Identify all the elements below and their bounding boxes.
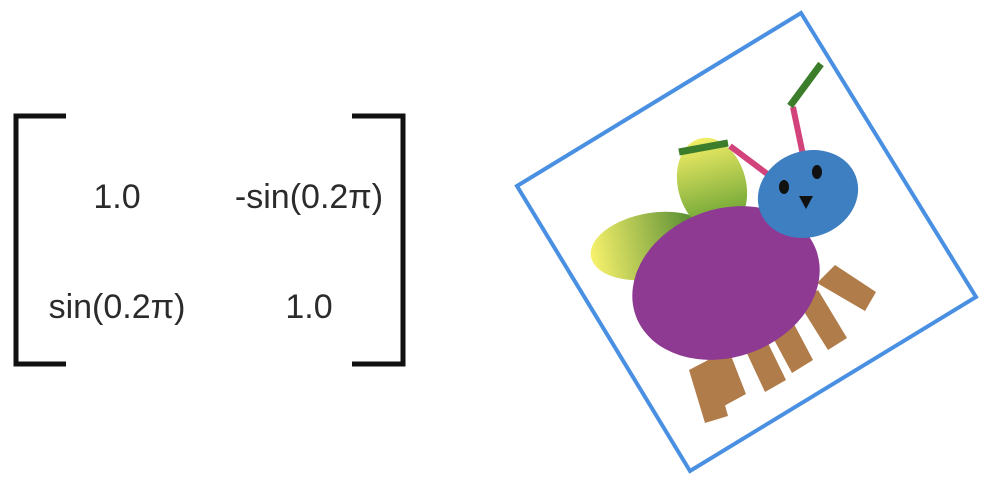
- left-bracket: [13, 113, 66, 367]
- eye-right: [812, 165, 822, 179]
- matrix-cell-0-0: 1.0: [93, 178, 141, 216]
- image-frame: [514, 10, 979, 474]
- leg-6: [817, 265, 876, 311]
- antenna-left: [728, 143, 772, 179]
- mouth: [799, 196, 813, 209]
- bug-head: [757, 149, 859, 239]
- antennae: [678, 61, 824, 179]
- antenna-right: [790, 106, 806, 156]
- matrix-cell-1-0: sin(0.2π): [48, 288, 186, 326]
- antenna-right-tip: [787, 61, 824, 109]
- right-bracket: [352, 113, 406, 367]
- leg-5: [798, 290, 847, 350]
- eye-left: [779, 180, 789, 194]
- antenna-left-tip: [678, 139, 729, 156]
- matrix-cell-1-1: 1.0: [285, 288, 333, 326]
- matrix-cell-0-1: -sin(0.2π): [234, 178, 384, 216]
- leg-2: [689, 358, 728, 423]
- bug-body: [632, 206, 820, 360]
